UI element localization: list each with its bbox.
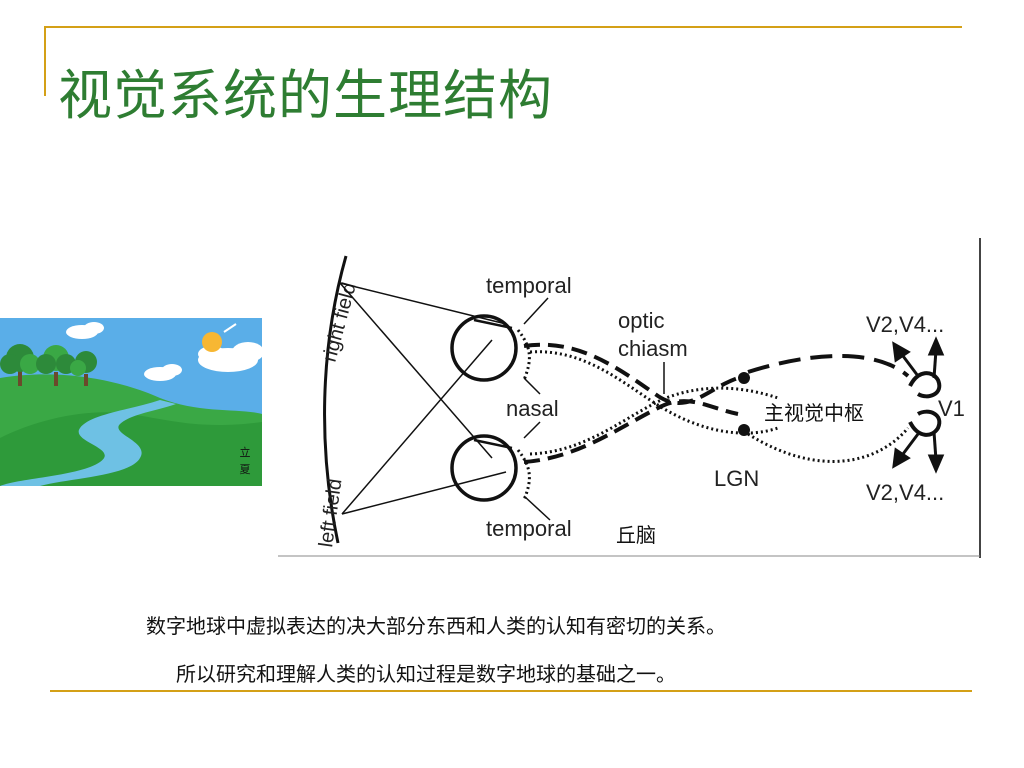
temporal-bottom-pointer [523,495,551,521]
title-underline [44,26,962,28]
lgn-label: LGN [714,466,759,491]
caption-line-1: 数字地球中虚拟表达的决大部分东西和人类的认知有密切的关系。 [146,614,726,638]
main-visual-center-label: 主视觉中枢 [764,401,864,425]
temporal-top-label: temporal [486,273,572,298]
upper-eye [450,314,531,382]
chiasm-label: chiasm [618,336,688,361]
sun-icon [202,323,237,352]
nasal-pointer-top [523,377,541,395]
title-bracket [44,26,46,96]
badge-char-2: 夏 [240,463,251,476]
right-field-label: right field [319,280,361,364]
nasal-pointer-bottom [523,421,541,439]
badge-char-1: 立 [240,445,251,459]
left-field-label: left field [315,477,346,548]
trees [0,344,97,386]
v2v4-bottom-label: V2,V4... [866,480,944,505]
slide-title: 视觉系统的生理结构 [58,64,553,127]
optic-pathways [523,342,910,464]
landscape-illustration: 立 夏 [0,318,262,486]
temporal-top-pointer [523,297,549,325]
optic-label: optic [618,308,664,333]
thalamus-label: 丘脑 [616,523,656,547]
lower-eye [450,434,531,502]
lgn-nuclei [738,372,750,436]
v2v4-top-label: V2,V4... [866,312,944,337]
v1-label: V1 [938,396,965,421]
temporal-bottom-label: temporal [486,516,572,541]
caption-line-2: 所以研究和理解人类的认知过程是数字地球的基础之一。 [176,662,676,686]
river [0,400,176,486]
nasal-label: nasal [506,396,559,421]
v2-v4-arrows [892,336,945,474]
visual-pathway-diagram: right field left field temporal nasal te… [278,238,981,558]
visual-field-arc [323,255,348,544]
v1-area [908,371,942,437]
clouds [66,322,262,381]
bottom-rule [50,690,972,692]
